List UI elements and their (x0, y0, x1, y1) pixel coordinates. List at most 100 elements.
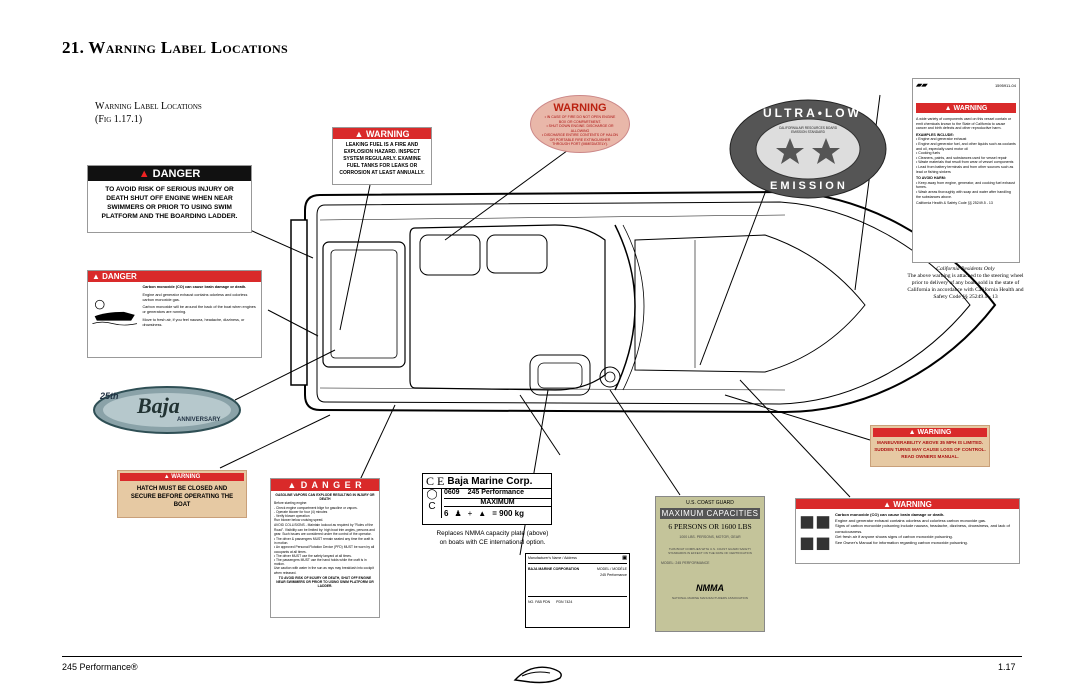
ce-caption: Replaces NMMA capacity plate (above) on … (420, 530, 565, 547)
label-warning-hatch: ▲ WARNING HATCH MUST BE CLOSED AND SECUR… (117, 470, 247, 518)
ultra-low-inner: CALIFORNIA AIR RESOURCES BOARD EMISSION … (778, 126, 838, 134)
danger-gasoline-line: - Operate blower for four (4) minutes (274, 509, 328, 514)
ce-mark: C E (426, 473, 445, 488)
danger-gasoline-line: Use caution with water in the sun as ray… (274, 566, 374, 575)
danger-gasoline-line: TO AVOID RISK OF INJURY OR DEATH, SHUT O… (276, 575, 374, 589)
ce-category-a-icon: ◯ (426, 489, 438, 500)
label-coast-guard: U.S. COAST GUARD MAXIMUM CAPACITIES 6 PE… (655, 496, 765, 632)
cg-footer: NATIONAL MARINE MANUFACTURERS ASSOCIATIO… (672, 596, 748, 600)
prop65-header: WARNING (953, 104, 988, 112)
cg-nmma-logo: NMMA (696, 583, 724, 593)
danger-gasoline-line: • An approved Personal Flotation Device … (274, 545, 375, 554)
warning-fuel-text: LEAKING FUEL IS A FIRE AND EXPLOSION HAZ… (339, 142, 425, 176)
figure-caption-title: Warning Label Locations (95, 101, 202, 112)
warning-oval-line: THROUGH PORT (IMMEDIATELY). (552, 142, 608, 146)
label-ce-plate: C E Baja Marine Corp. ◯ C 0609 245 Perfo… (422, 473, 552, 525)
ce-category-c-icon: C (428, 501, 436, 512)
gear-icon: ▲ (478, 509, 487, 518)
label-warning-maneuver: ▲ WARNING MANEUVERABILITY ABOVE 35 MPH I… (870, 425, 990, 467)
label-warning-fuel: ▲ WARNING LEAKING FUEL IS A FIRE AND EXP… (332, 127, 432, 185)
danger-gasoline-line: • The driver & passengers MUST remain se… (274, 537, 374, 546)
prop65-note-text: The above warning is attached to the ste… (907, 273, 1024, 300)
warning-icon: ▲ (883, 499, 894, 509)
label-compliance-plate: Manufacturer's Name / Address ▣ BAJA MAR… (525, 553, 630, 628)
warning-icon: ▲ (944, 104, 954, 112)
boat-exhaust-icon (92, 299, 138, 326)
section-title: 21. Warning Label Locations (62, 38, 288, 57)
figure-caption: Warning Label Locations (Fig 1.17.1) (95, 100, 202, 126)
warning-co-right-line: See Owner's Manual for information regar… (835, 539, 968, 545)
prop65-footer: California Health & Safety Code §§ 25249… (916, 201, 993, 206)
prop65-code: 1595911-04 (994, 82, 1016, 88)
cg-persons: 6 PERSONS OR 1600 LBS (668, 522, 752, 531)
danger-co-line: Engine and generator exhaust contains od… (142, 292, 248, 302)
ultra-low-top: ULTRA•LOW (763, 106, 862, 120)
prop65-example: • Cleaners, paints, and substances used … (916, 155, 1007, 160)
label-warning-co-right: ▲ WARNING Carbon monoxide (CO) can cause… (795, 498, 1020, 564)
cg-title: MAXIMUM CAPACITIES (660, 508, 760, 519)
danger-gasoline-line: GASOLINE VAPORS CAN EXPLODE RESULTING IN… (275, 493, 375, 502)
danger-gasoline-line: Run blower below cruising speed. (274, 518, 324, 523)
warning-oval-line: • IN CASE OF FIRE DO NOT OPEN ENGINE (544, 115, 616, 119)
footer-left: 245 Performance® (62, 662, 138, 672)
plus-icon: + (467, 509, 473, 518)
label-baja-anniversary: 25th Baja ANNIVERSARY (92, 385, 242, 435)
compliance-row: PDN 7424 (556, 599, 573, 604)
label-danger-swim: ▲ DANGER TO AVOID RISK OF SERIOUS INJURY… (87, 165, 252, 233)
ce-caption-line: Replaces NMMA capacity plate (above) (436, 530, 549, 537)
danger-co-line: Carbon monoxide will be around the back … (142, 305, 256, 315)
label-warning-oval: WARNING • IN CASE OF FIRE DO NOT OPEN EN… (530, 95, 630, 153)
co-hazard-icon (800, 516, 830, 551)
danger-co-line: Carbon monoxide (CO) can cause brain dam… (142, 285, 247, 289)
warning-oval-line: • DISCHARGE ENTIRE CONTENTS OF HALON (542, 133, 618, 137)
danger-icon: ▲ (92, 272, 103, 281)
prop65-example: • Engine and generator fuel, and other l… (916, 141, 1016, 151)
compliance-row: MODEL / MODÈLE (596, 566, 627, 571)
warning-oval-line: • SHUT DOWN ENGINE. DISCHARGE OR ALLOWIN… (546, 124, 614, 133)
danger-gasoline-line: - Check engine compartment bilge for gas… (274, 505, 358, 510)
warning-maneuver-line: READ OWNERS MANUAL. (901, 454, 959, 459)
footer-right: 1.17 (998, 662, 1016, 672)
compliance-row: 245 Performance (600, 573, 627, 577)
warning-fuel-header: WARNING (365, 128, 410, 139)
warning-oval-line: BOX OR COMPARTMENT. (558, 119, 602, 124)
warning-icon: ▲ (354, 128, 366, 139)
figure-number: (Fig 1.17.1) (95, 114, 143, 125)
danger-gasoline-line: - Verify blower operation (274, 514, 310, 519)
prop65-example: • Lead from battery terminals and from o… (916, 164, 1014, 174)
warning-co-right-line: Get fresh air if anyone shows signs of c… (835, 534, 953, 539)
warning-maneuver-line: MANEUVERABILITY ABOVE 35 MPH IS LIMITED. (877, 440, 983, 445)
ce-maximum: MAXIMUM (444, 498, 551, 507)
boat-diagram (290, 190, 997, 414)
prop65-example: • Waste materials that result from wear … (916, 160, 1014, 165)
anniversary-sub: ANNIVERSARY (177, 417, 221, 423)
compliance-row: BAJA MARINE CORPORATION (528, 566, 580, 571)
warning-oval-header: WARNING (553, 102, 607, 114)
danger-gasoline-line: • The passengers MUST use the hand holds… (274, 558, 367, 567)
ce-persons: 6 (444, 509, 449, 518)
person-icon: ♟ (454, 509, 462, 518)
danger-co-header: DANGER (102, 272, 137, 281)
ultra-low-bottom: EMISSION (770, 180, 848, 192)
label-danger-gasoline: ▲ D A N G E R GASOLINE VAPORS CAN EXPLOD… (270, 478, 380, 618)
prop65-examples-title: EXAMPLES INCLUDE: (916, 132, 954, 137)
prop65-example: • Engine and generator exhaust (916, 137, 967, 142)
danger-icon: ▲ (138, 167, 153, 180)
compliance-row: NO. FAB PDN (528, 599, 551, 604)
warning-co-right-line: Engine and generator exhaust contains od… (835, 517, 987, 523)
prop65-body: A wide variety of components used on thi… (916, 117, 1012, 131)
danger-co-line: Move to fresh air, if you feel nausea, h… (142, 317, 245, 327)
danger-swim-header: DANGER (152, 167, 201, 180)
anniversary-emblem (93, 386, 241, 434)
ce-caption-line: on boats with CE international option. (439, 538, 546, 546)
ce-model: 245 Performance (467, 489, 524, 496)
prop65-avoid-title: TO AVOID HARM: (916, 176, 946, 181)
label-prop65: ▰▰ 1595911-04 ▲ WARNING A wide variety o… (912, 78, 1020, 263)
cg-sub: 1000 LBS. PERSONS, MOTOR, GEAR (679, 535, 741, 539)
danger-gasoline-line: • The driver MUST use the safety lanyard… (274, 553, 352, 558)
danger-gasoline-line: AVOID COLLISIONS - Maintain lookout as r… (274, 523, 375, 536)
prop65-avoid: • Keep away from engine, generator, and … (916, 180, 1015, 190)
warning-hatch-header: WARNING (171, 474, 201, 480)
footer-rule (62, 656, 1022, 657)
warning-co-right-header: WARNING (893, 499, 932, 509)
